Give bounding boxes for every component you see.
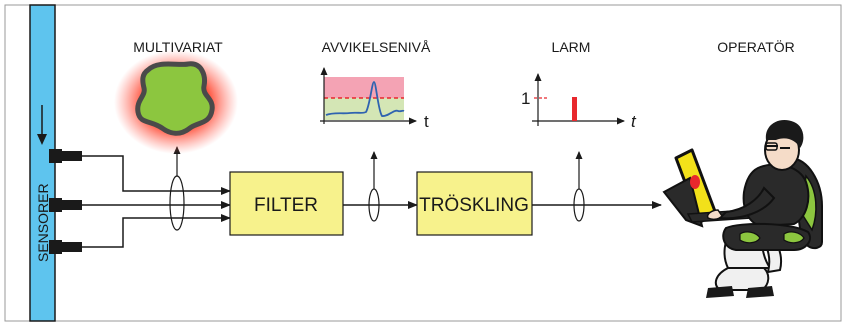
deviation-trace: [325, 81, 405, 117]
flow-down-arrow-icon: [37, 134, 47, 145]
sensor-probe-middle: [49, 198, 82, 212]
signal-line-top: [82, 155, 231, 195]
filter-box: [229, 171, 344, 236]
avvikelseniva-label: AVVIKELSENIVÅ: [322, 39, 431, 55]
multivariate-blob-icon: [114, 50, 238, 154]
sensor-probe-top: [49, 149, 82, 163]
operator-icon: [662, 120, 823, 298]
alarm-pulse: [572, 97, 577, 121]
alarm-plot: 1 t: [521, 73, 637, 131]
sensor-probe-bottom: [49, 240, 82, 254]
alarm-t-label: t: [631, 112, 637, 131]
larm-label: LARM: [552, 39, 591, 55]
signal-line-bottom: [82, 214, 231, 248]
deviation-plot: t: [320, 67, 429, 131]
operator-label: OPERATÖR: [717, 38, 795, 55]
deviation-t-label: t: [424, 112, 429, 131]
deviation-normal-band: [324, 98, 404, 120]
filter-label: FILTER: [254, 195, 318, 216]
alarm-y-tick-label: 1: [521, 89, 530, 108]
sensorer-label: SENSORER: [35, 183, 51, 262]
deviation-alarm-band: [324, 77, 404, 98]
troskling-box: [416, 171, 533, 236]
troskling-label: TRÖSKLING: [419, 195, 529, 216]
multivariat-label: MULTIVARIAT: [133, 39, 223, 55]
